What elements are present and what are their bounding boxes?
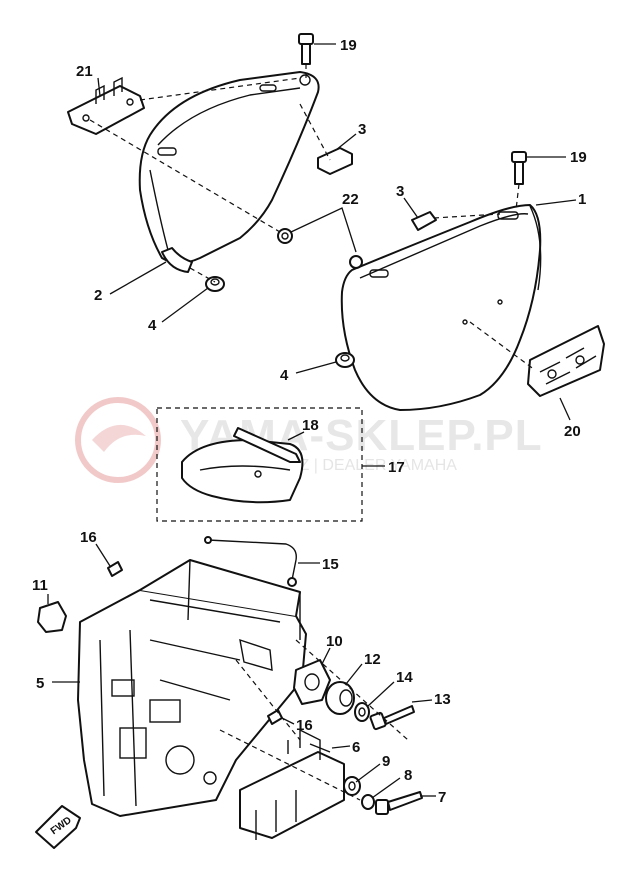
part-19-bolt-right: [511, 151, 527, 185]
toolkit-box: [156, 407, 363, 522]
part-8-washer: [361, 794, 375, 810]
part-13-bolt: [369, 705, 415, 731]
callout-20: 20: [564, 423, 581, 440]
callout-1: 1: [578, 191, 586, 208]
watermark: YAMA-SKLEP.PL WOJTKOWICZ | DEALER YAMAHA: [75, 397, 542, 483]
callout-17: 17: [388, 459, 405, 476]
part-3-grommet-left: [317, 147, 353, 175]
part-21-bracket: [67, 76, 145, 135]
callout-4-right: 4: [280, 367, 289, 384]
part-4-damper-right: [335, 352, 355, 368]
callout-10: 10: [326, 633, 343, 650]
fwd-arrow-icon: FWD: [35, 805, 81, 849]
callout-3-right: 3: [396, 183, 404, 200]
callout-11: 11: [32, 577, 48, 594]
callout-16-top: 16: [80, 529, 97, 546]
part-19-bolt-left: [298, 33, 314, 65]
part-9-washer: [343, 776, 361, 796]
battery-box: [77, 559, 307, 817]
callout-12: 12: [364, 651, 381, 668]
part-6-bracket: [239, 728, 345, 840]
callout-2: 2: [94, 287, 102, 304]
callout-8: 8: [404, 767, 412, 784]
right-side-cover: [340, 204, 542, 411]
callout-9: 9: [382, 753, 390, 770]
callout-6: 6: [352, 739, 360, 756]
part-4-damper-left: [205, 276, 225, 292]
callouts: 19 21 3 19 3 1 22 2 4 4 20 18 17 16 15 1…: [32, 37, 587, 806]
callout-14: 14: [396, 669, 413, 686]
part-12-collar: [325, 681, 355, 715]
watermark-logo-icon: [75, 397, 161, 483]
callout-19-right: 19: [570, 149, 587, 166]
callout-7: 7: [438, 789, 446, 806]
leader-lines: [47, 43, 577, 799]
callout-5: 5: [36, 675, 44, 692]
part-11-cushion: [37, 601, 67, 633]
part-7-bolt: [375, 791, 423, 815]
callout-3-left: 3: [358, 121, 366, 138]
part-10-damper: [293, 659, 331, 705]
callout-15: 15: [322, 556, 339, 573]
part-14-washer: [354, 702, 370, 722]
assembly-lines: [89, 64, 536, 801]
callout-21: 21: [76, 63, 93, 80]
callout-22: 22: [342, 191, 359, 208]
part-3-grommet-right: [411, 211, 437, 231]
part-16-clip-top: [107, 561, 123, 577]
left-side-cover: [138, 71, 320, 273]
watermark-logo-swoosh-icon: [92, 424, 146, 452]
callout-18: 18: [302, 417, 319, 434]
part-22-nut-left: [277, 228, 293, 244]
part-22-nut-right: [349, 255, 363, 269]
callout-13: 13: [434, 691, 451, 708]
part-20-emblem: [527, 325, 605, 397]
callout-16-bottom: 16: [296, 717, 313, 734]
part-15-cable: [204, 536, 297, 587]
callout-4-left: 4: [148, 317, 157, 334]
callout-19-top: 19: [340, 37, 357, 54]
